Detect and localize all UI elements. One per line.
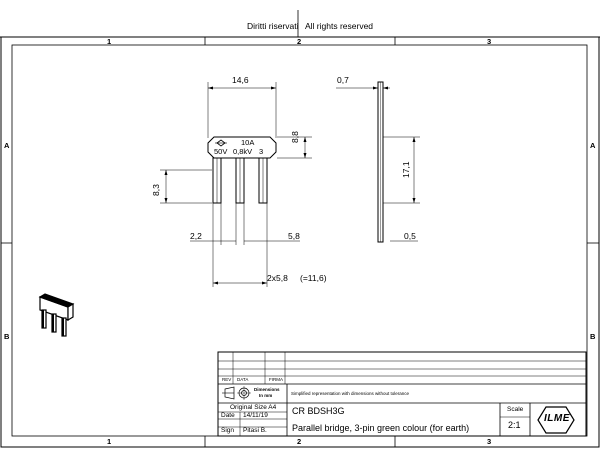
dimensions-label: Dimensions xyxy=(254,387,280,392)
data-label: DATA xyxy=(237,377,249,382)
side-view xyxy=(377,81,384,243)
dimensions-unit: In mm xyxy=(259,393,273,398)
part-code: CR BDSH3G xyxy=(292,406,345,416)
date-value: 14/11/19 xyxy=(243,412,268,419)
firma-label: FIRMA xyxy=(269,377,283,382)
front-view xyxy=(207,136,277,204)
marking-pins: 3 xyxy=(259,147,264,156)
scale-value: 2:1 xyxy=(508,420,521,430)
sign-label: Sign xyxy=(221,427,235,434)
zone-row-a-left: A xyxy=(4,141,10,150)
outer-border xyxy=(0,36,600,448)
marking-voltage: 50V xyxy=(214,147,228,156)
dim-pin-length: 8,3 xyxy=(151,184,161,196)
marking-current: 10A xyxy=(241,138,255,147)
dim-side-height: 17,1 xyxy=(401,161,411,178)
dim-side-pin: 0,5 xyxy=(404,231,416,241)
zone-row-a-right: A xyxy=(590,141,596,150)
dim-thickness: 0,7 xyxy=(337,75,349,85)
scale-label: Scale xyxy=(507,406,524,413)
dim-pitch-total: 2x5,8 xyxy=(267,273,288,283)
dim-pin-offset: 2,2 xyxy=(190,231,202,241)
ilme-logo-shape xyxy=(537,406,575,434)
dim-pin-width: 5,8 xyxy=(288,231,300,241)
zone-row-b-left: B xyxy=(4,332,10,341)
original-size: Original Size A4 xyxy=(230,404,277,411)
zone-col-2-top: 2 xyxy=(297,37,302,46)
dim-body-height: 8,8 xyxy=(290,131,300,143)
zone-col-2-bottom: 2 xyxy=(297,437,302,446)
tolerance-note: Simplified representation with dimension… xyxy=(291,391,410,396)
zone-col-3-bottom: 3 xyxy=(487,437,492,446)
rev-label: REV xyxy=(222,377,232,382)
zone-col-1-bottom: 1 xyxy=(107,437,112,446)
zone-col-1-top: 1 xyxy=(107,37,112,46)
marking-insulation: 0,8kV xyxy=(233,147,253,156)
part-description: Parallel bridge, 3-pin green colour (for… xyxy=(292,423,470,433)
date-label: Date xyxy=(221,412,235,419)
ilme-logo: ILME xyxy=(544,413,570,424)
title-block xyxy=(217,351,587,437)
sign-value: Pitasi B. xyxy=(243,427,267,434)
dim-width-top: 14,6 xyxy=(232,75,249,85)
zone-col-3-top: 3 xyxy=(487,37,492,46)
rights-reserved-it: Diritti riservati xyxy=(247,21,299,31)
rights-reserved-en: All rights reserved xyxy=(305,21,374,31)
dim-pitch-note: (=11,6) xyxy=(300,273,327,283)
zone-row-b-right: B xyxy=(590,332,596,341)
